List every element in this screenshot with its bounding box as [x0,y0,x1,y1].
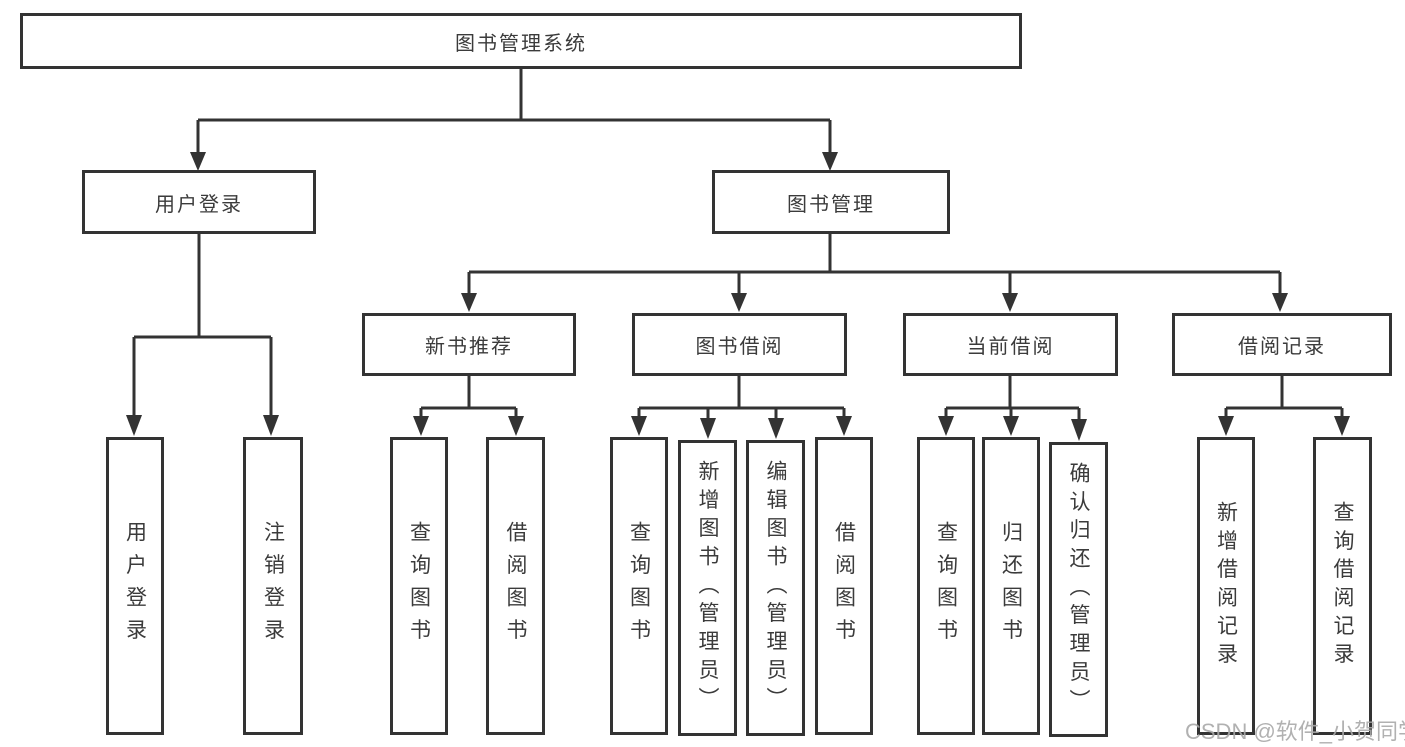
leaf-confirm-return-admin: 确认归还（管理员） [1049,442,1108,737]
node-current-borrowing: 当前借阅 [903,313,1118,376]
node-book-borrowing: 图书借阅 [632,313,847,376]
leaf-add-books-admin: 新增图书（管理员） [678,440,737,736]
leaf-return-books: 归还图书 [982,437,1040,735]
leaf-borrow-books-recommend: 借阅图书 [486,437,545,735]
leaf-logout: 注销登录 [243,437,303,735]
leaf-user-login: 用户登录 [106,437,164,735]
node-library-management-system: 图书管理系统 [20,13,1022,69]
node-new-book-recommend: 新书推荐 [362,313,576,376]
leaf-add-borrow-record: 新增借阅记录 [1197,437,1255,735]
leaf-query-books-recommend: 查询图书 [390,437,448,735]
csdn-watermark: CSDN @软件_小贺同学 [1185,719,1405,744]
node-user-login: 用户登录 [82,170,316,234]
node-borrowing-records: 借阅记录 [1172,313,1392,376]
leaf-query-borrow-record: 查询借阅记录 [1313,437,1372,735]
leaf-query-books-current: 查询图书 [917,437,975,735]
leaf-borrow-books: 借阅图书 [815,437,873,735]
leaf-query-books-borrowing: 查询图书 [610,437,668,735]
leaf-edit-books-admin: 编辑图书（管理员） [746,440,805,736]
arrowheads [126,152,1350,441]
node-book-management: 图书管理 [712,170,950,234]
